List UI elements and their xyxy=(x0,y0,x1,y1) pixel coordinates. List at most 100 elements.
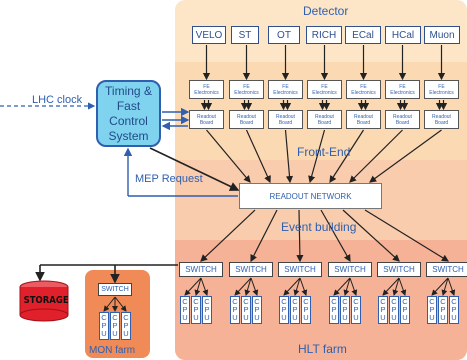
detector-rich: RICH xyxy=(306,26,342,44)
readout-label-line-1: Readout xyxy=(237,113,256,120)
mon-farm-label: MON farm xyxy=(89,345,136,356)
cpu-letter: C xyxy=(101,313,107,322)
switch-to-cpu-arrow xyxy=(431,277,449,296)
network-to-switch-arrow xyxy=(200,209,256,262)
network-to-switch-arrow xyxy=(364,209,450,262)
storage-label: STORAGE xyxy=(23,295,69,306)
timing-fast-control-system: Timing & Fast Control System xyxy=(96,80,161,147)
front-end-label: Front-End xyxy=(297,145,351,159)
cpu-letter: C xyxy=(243,297,249,306)
detector-st: ST xyxy=(231,26,259,44)
cpu-letter: C xyxy=(402,297,408,306)
fe-label-line-1: FE xyxy=(399,83,406,90)
switch-to-cpu-arrow xyxy=(234,277,252,296)
cpu-letter: C xyxy=(204,297,210,306)
cpu-letter: C xyxy=(123,313,129,322)
lhc-clock-label: LHC clock xyxy=(32,94,83,106)
readout-label-line-2: Board xyxy=(278,119,293,126)
cpu-letter: U xyxy=(303,313,309,322)
cpu-letter: P xyxy=(254,305,260,314)
cpu-letter: P xyxy=(342,305,348,314)
cpu-letter: U xyxy=(342,313,348,322)
cpu-letter: U xyxy=(391,313,397,322)
detector-ot: OT xyxy=(268,26,300,44)
detector-velo: VELO xyxy=(192,26,226,44)
fe-label-line-1: FE xyxy=(203,83,210,90)
cpu-letter: P xyxy=(232,305,238,314)
cpu-letter: C xyxy=(303,297,309,306)
readout-label-line-2: Board xyxy=(356,119,371,126)
readout-to-network-arrow xyxy=(206,129,251,183)
readout-label-line-1: Readout xyxy=(315,113,334,120)
cpu-letter: P xyxy=(303,305,309,314)
cpu-letter: U xyxy=(353,313,359,322)
switch-to-cpu-arrow xyxy=(244,277,252,296)
network-to-switch-arrow xyxy=(320,209,351,263)
fe-label-line-2: Electronics xyxy=(194,89,219,96)
switch-to-cpu-arrow xyxy=(250,277,259,296)
tfc-line-2: Fast xyxy=(116,98,141,113)
tfc-line-4: System xyxy=(108,128,149,143)
detector-label: Detector xyxy=(303,4,349,18)
switch-to-cpu-arrow xyxy=(343,277,351,296)
network-to-switch-arrow xyxy=(296,209,304,263)
cpu-letter: P xyxy=(123,321,129,330)
switch-to-cpu-arrow xyxy=(447,277,456,296)
event-building-label: Event building xyxy=(281,220,357,234)
tfc-line-1: Timing & xyxy=(105,83,152,98)
readout-network: READOUT NETWORK xyxy=(239,183,382,209)
cpu-letter: C xyxy=(451,297,457,306)
tfc-line-3: Control xyxy=(109,113,148,128)
mep-request-label: MEP Request xyxy=(135,173,203,185)
tfc-to-network-line xyxy=(149,147,240,191)
readout-label-line-1: Readout xyxy=(276,113,295,120)
cpu-letter: U xyxy=(402,313,408,322)
cpu-letter: U xyxy=(292,313,298,322)
fe-label-line-2: Electronics xyxy=(273,89,298,96)
detector-muon: Muon xyxy=(424,26,460,44)
cpu-letter: U xyxy=(193,313,199,322)
cpu-letter: P xyxy=(204,305,210,314)
readout-to-network-arrow xyxy=(245,129,271,184)
fe-label-line-2: Electronics xyxy=(312,89,337,96)
cpu-letter: U xyxy=(254,313,260,322)
cpu-letter: P xyxy=(402,305,408,314)
switch-to-cpu-arrow xyxy=(349,277,358,296)
readout-to-network-arrow xyxy=(284,129,294,184)
cpu-letter: C xyxy=(429,297,435,306)
storage-icon xyxy=(19,280,69,322)
cpu-letter: C xyxy=(182,297,188,306)
cpu-letter: U xyxy=(380,313,386,322)
switch-to-cpu-arrow xyxy=(392,277,400,296)
readout-to-network-arrow xyxy=(329,129,365,184)
cpu-letter: P xyxy=(331,305,337,314)
cpu-letter: P xyxy=(243,305,249,314)
cpu-letter: C xyxy=(440,297,446,306)
cpu-letter: C xyxy=(391,297,397,306)
fe-label-line-2: Electronics xyxy=(390,89,415,96)
detector-hcal: HCal xyxy=(385,26,421,44)
readout-label-line-1: Readout xyxy=(393,113,412,120)
cpu-letter: C xyxy=(292,297,298,306)
